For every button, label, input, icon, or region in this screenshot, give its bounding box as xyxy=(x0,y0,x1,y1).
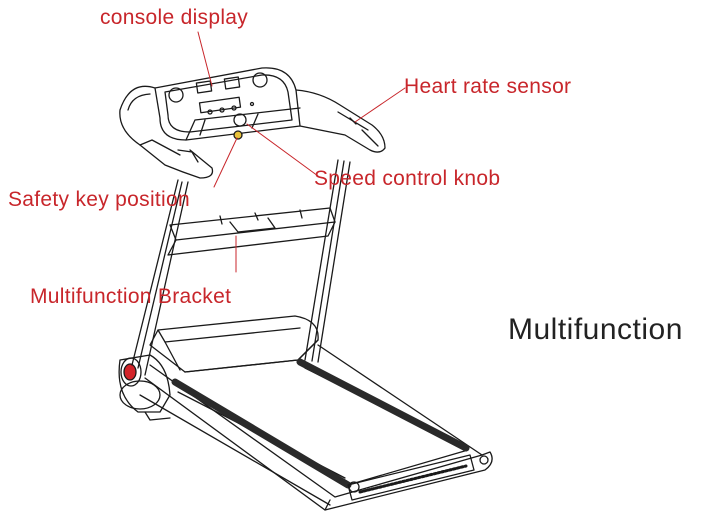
label-safety-key-position: Safety key position xyxy=(8,188,190,211)
product-name: Multifunction xyxy=(508,313,683,346)
leader-speed-control-knob xyxy=(246,123,319,177)
treadmill-uprights xyxy=(131,159,351,376)
treadmill-base xyxy=(118,315,493,511)
safety-key-icon xyxy=(233,130,243,140)
label-multifunction-bracket: Multifunction Bracket xyxy=(30,285,232,308)
treadmill-console xyxy=(119,67,386,179)
leader-heart-rate-sensor xyxy=(354,87,406,123)
leader-safety-key xyxy=(213,137,238,188)
motor-cap-icon xyxy=(123,363,137,381)
label-heart-rate-sensor: Heart rate sensor xyxy=(404,75,572,98)
callout-leaders xyxy=(197,31,406,273)
label-console-display: console display xyxy=(100,6,249,29)
multifunction-bracket xyxy=(167,207,336,256)
leader-console-display xyxy=(197,31,213,87)
label-speed-control-knob: Speed control knob xyxy=(314,167,501,190)
